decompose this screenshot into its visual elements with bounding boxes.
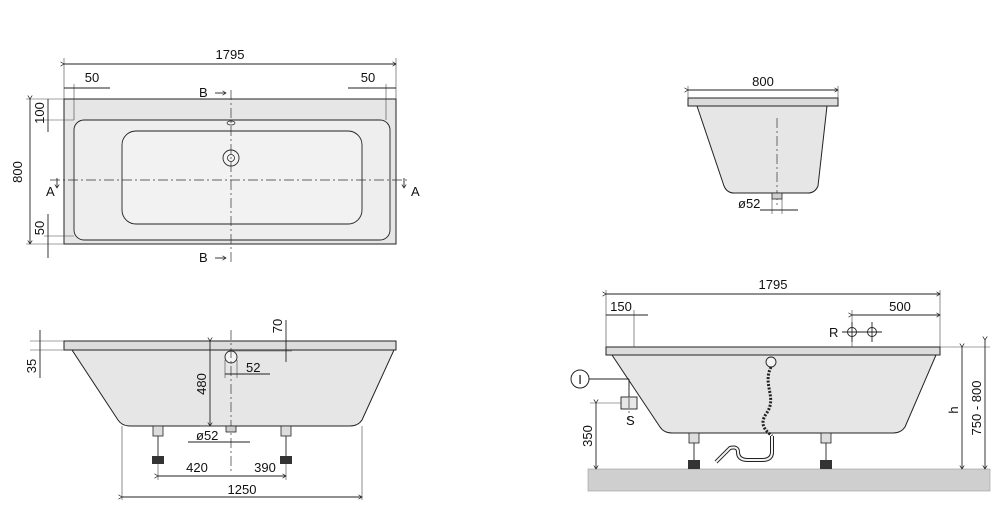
install-view: 1795 150 500 R I S 350 h 750 <box>570 277 991 492</box>
side-dim-foot-span: 1250 <box>228 482 257 497</box>
end-view: 800 ø52 <box>688 74 838 214</box>
end-dim-width: 800 <box>752 74 774 89</box>
top-dim-margin-top: 100 <box>32 102 47 124</box>
install-trap <box>714 436 774 464</box>
top-dim-width: 800 <box>10 161 25 183</box>
side-view-rim <box>63 340 397 351</box>
install-rim <box>605 346 941 356</box>
side-dim-depth: 480 <box>194 373 209 395</box>
install-body <box>611 354 937 434</box>
side-dim-drain: ø52 <box>196 428 218 443</box>
side-dim-overflow-dia: 52 <box>246 360 260 375</box>
install-dim-length: 1795 <box>759 277 788 292</box>
top-dim-margin-left: 50 <box>85 70 99 85</box>
side-dim-foot-left: 420 <box>186 460 208 475</box>
side-dim-rim: 35 <box>24 359 39 373</box>
top-dim-margin-bottom: 50 <box>32 221 47 235</box>
section-a-left: A <box>46 184 55 199</box>
section-b-bottom: B <box>199 250 208 265</box>
side-view: 35 70 480 52 ø52 420 390 1250 <box>24 319 397 500</box>
top-view: 1795 50 50 800 100 50 A A B B <box>10 47 420 265</box>
svg-text:I: I <box>578 372 582 387</box>
install-dim-height-range: 750 - 800 <box>969 381 984 436</box>
end-dim-drain: ø52 <box>738 196 760 211</box>
install-dim-offset-right: 500 <box>889 299 911 314</box>
valve-icon <box>842 322 882 342</box>
foot-left <box>152 425 164 464</box>
install-label-h: h <box>946 406 961 413</box>
side-dim-foot-right: 390 <box>254 460 276 475</box>
end-view-body <box>696 105 828 194</box>
install-foot-right <box>820 432 832 469</box>
end-view-rim <box>687 97 839 107</box>
top-dim-length: 1795 <box>216 47 245 62</box>
install-overflow <box>765 356 777 368</box>
side-dim-overflow-offset: 70 <box>270 319 285 333</box>
foot-right <box>280 425 292 464</box>
install-dim-supply-height: 350 <box>580 425 595 447</box>
install-label-s: S <box>626 413 635 428</box>
section-a-right: A <box>411 184 420 199</box>
install-dim-offset-left: 150 <box>610 299 632 314</box>
top-view-bottom-area <box>121 130 363 225</box>
install-label-r: R <box>829 325 838 340</box>
section-b-top: B <box>199 85 208 100</box>
top-dim-margin-right: 50 <box>361 70 375 85</box>
side-view-body <box>71 349 395 427</box>
install-floor <box>587 468 991 492</box>
install-overflow-hose <box>761 366 774 438</box>
install-foot-left <box>688 432 700 469</box>
